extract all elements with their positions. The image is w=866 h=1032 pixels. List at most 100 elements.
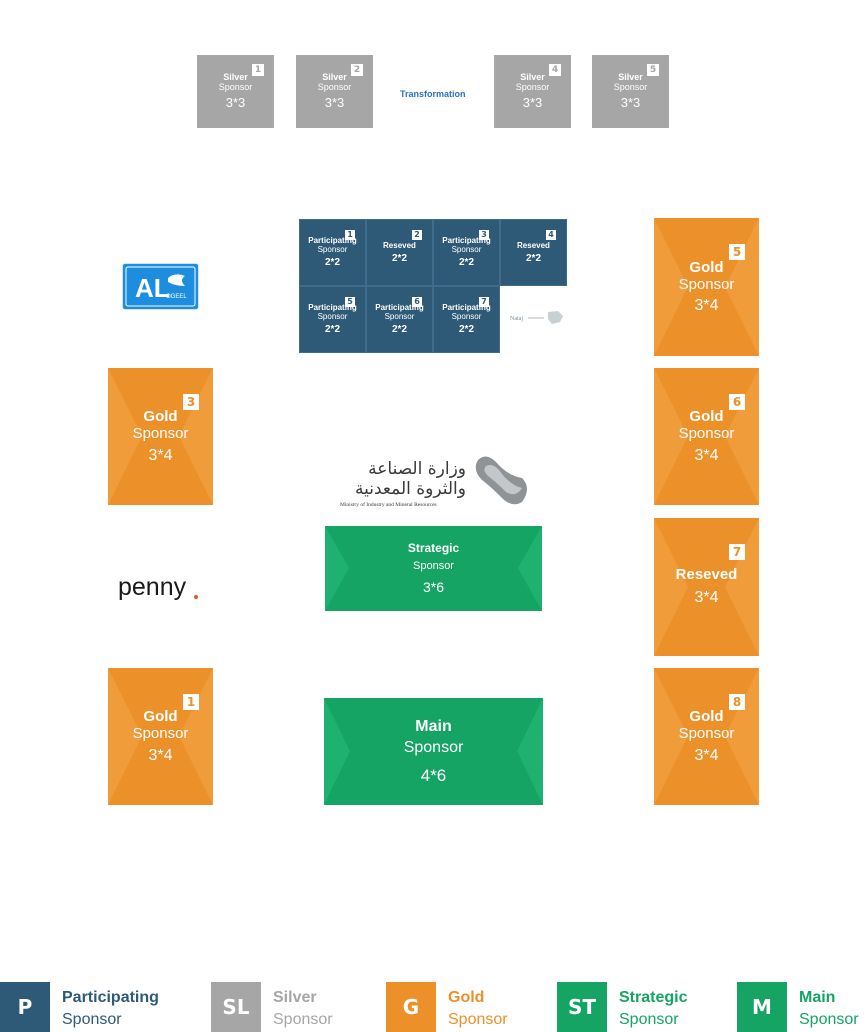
legend-code: M — [737, 982, 787, 1032]
booth-type: Gold — [689, 408, 724, 426]
legend-title: Main — [799, 989, 836, 1006]
booth-number: 4 — [549, 64, 561, 76]
booth-size: 2*2 — [458, 257, 474, 269]
booth-label: Sponsor — [132, 725, 189, 743]
booth-type: Participating — [375, 303, 424, 313]
booth-label: Sponsor — [403, 739, 464, 757]
legend-code: SL — [211, 982, 261, 1032]
booth-number: 5 — [345, 297, 355, 307]
booth-number: 1 — [183, 694, 199, 710]
booth-size: 3*4 — [148, 746, 173, 764]
booth-number: 8 — [729, 694, 745, 710]
booth-number: 7 — [729, 544, 745, 560]
booth-label: Sponsor — [317, 245, 348, 255]
booth-size: 2*2 — [391, 324, 407, 336]
silver-booth-4[interactable]: 4 Silver Sponsor 3*3 — [494, 55, 571, 128]
legend-subtitle: Sponsor — [619, 1011, 679, 1028]
booth-size: 2*2 — [525, 252, 541, 264]
legend-subtitle: Sponsor — [799, 1011, 859, 1028]
gold-booth-7[interactable]: 7 Reseved 3*4 — [654, 518, 759, 656]
booth-type: Main — [415, 717, 452, 735]
booth-label: Sponsor — [451, 312, 482, 322]
svg-text:وزارة الصناعة: وزارة الصناعة — [368, 459, 466, 479]
booth-type: Participating — [442, 236, 491, 246]
booth-type: Participating — [442, 303, 491, 313]
gold-booth-1[interactable]: 1 Gold Sponsor 3*4 — [108, 668, 213, 805]
legend-code: ST — [557, 982, 607, 1032]
participating-booth-5[interactable]: 5 Participating Sponsor 2*2 — [299, 286, 366, 353]
booth-pattern — [108, 368, 213, 505]
booth-type: Silver — [618, 71, 643, 82]
booth-size: 3*4 — [694, 446, 719, 464]
booth-pattern — [654, 368, 759, 505]
booth-number: 5 — [729, 244, 745, 260]
participating-booth-2[interactable]: 2 Reseved 2*2 — [366, 219, 433, 286]
booth-label: Sponsor — [317, 312, 348, 322]
svg-text:والثروة المعدنية: والثروة المعدنية — [355, 479, 466, 499]
legend-title: Participating — [62, 989, 159, 1006]
legend-title: Silver — [273, 989, 317, 1006]
booth-type: Gold — [689, 258, 724, 276]
alogeel-logo: AL OGEEL — [122, 263, 199, 310]
booth-size: 2*2 — [391, 252, 407, 264]
booth-size: 3*3 — [522, 95, 543, 111]
booth-number: 6 — [412, 297, 422, 307]
participating-booth-3[interactable]: 3 Participating Sponsor 2*2 — [433, 219, 500, 286]
participating-booth-6[interactable]: 6 Participating Sponsor 2*2 — [366, 286, 433, 353]
booth-type: Strategic — [407, 541, 460, 556]
booth-type: Gold — [143, 708, 178, 726]
booth-pattern — [654, 518, 759, 656]
booth-size: 2*2 — [324, 257, 340, 269]
booth-number: 4 — [546, 230, 556, 240]
booth-type: Silver — [520, 71, 545, 82]
svg-text:penny: penny — [118, 573, 187, 601]
booth-label: Sponsor — [678, 725, 735, 743]
booth-number: 2 — [351, 64, 363, 76]
participating-booth-1[interactable]: 1 Participating Sponsor 2*2 — [299, 219, 366, 286]
booth-label: Sponsor — [613, 82, 648, 93]
booth-type: Reseved — [517, 240, 550, 250]
booth-label: Sponsor — [515, 82, 550, 93]
booth-size: 3*4 — [694, 297, 719, 315]
booth-type: Reseved — [675, 566, 738, 584]
gold-booth-6[interactable]: 6 Gold Sponsor 3*4 — [654, 368, 759, 505]
legend-subtitle: Sponsor — [62, 1011, 122, 1028]
silver-booth-2[interactable]: 2 Silver Sponsor 3*3 — [296, 55, 373, 128]
booth-size: 3*4 — [148, 446, 173, 464]
penny-logo: penny — [118, 570, 202, 604]
booth-type: Gold — [689, 708, 724, 726]
silver-booth-5[interactable]: 5 Silver Sponsor 3*3 — [592, 55, 669, 128]
booth-number: 3 — [183, 394, 199, 410]
svg-text:OGEEL: OGEEL — [166, 294, 187, 300]
booth-pattern — [654, 668, 759, 805]
booth-number: 1 — [345, 230, 355, 240]
booth-label: Sponsor — [218, 82, 253, 93]
legend-title: Gold — [448, 989, 485, 1006]
booth-type: Silver — [322, 71, 347, 82]
booth-label: Sponsor — [384, 312, 415, 322]
gold-booth-3[interactable]: 3 Gold Sponsor 3*4 — [108, 368, 213, 505]
booth-size: 3*3 — [324, 95, 345, 111]
booth-number: 2 — [412, 230, 422, 240]
gold-booth-5[interactable]: 5 Gold Sponsor 3*4 — [654, 218, 759, 356]
participating-booth-4[interactable]: 4 Reseved 2*2 — [500, 219, 567, 286]
silver-booth-1[interactable]: 1 Silver Sponsor 3*3 — [197, 55, 274, 128]
booth-size: 3*4 — [694, 746, 719, 764]
legend-subtitle: Sponsor — [448, 1011, 508, 1028]
booth-pattern — [108, 668, 213, 805]
booth-size: 2*2 — [458, 324, 474, 336]
booth-number: 6 — [729, 394, 745, 410]
gold-booth-8[interactable]: 8 Gold Sponsor 3*4 — [654, 668, 759, 805]
booth-size: 3*6 — [422, 578, 445, 595]
booth-size: 2*2 — [324, 324, 340, 336]
booth-number: 3 — [479, 230, 489, 240]
booth-label: Sponsor — [678, 425, 735, 443]
booth-type: Silver — [223, 71, 248, 82]
participating-booth-7[interactable]: 7 Participating Sponsor 2*2 — [433, 286, 500, 353]
booth-label: Sponsor — [317, 82, 352, 93]
main-booth[interactable]: Main Sponsor 4*6 — [324, 698, 543, 805]
strategic-booth[interactable]: Strategic Sponsor 3*6 — [325, 526, 542, 611]
booth-label: Sponsor — [678, 275, 735, 293]
ministry-logo: وزارة الصناعة والثروة المعدنية Ministry … — [336, 452, 532, 510]
booth-pattern — [654, 218, 759, 356]
